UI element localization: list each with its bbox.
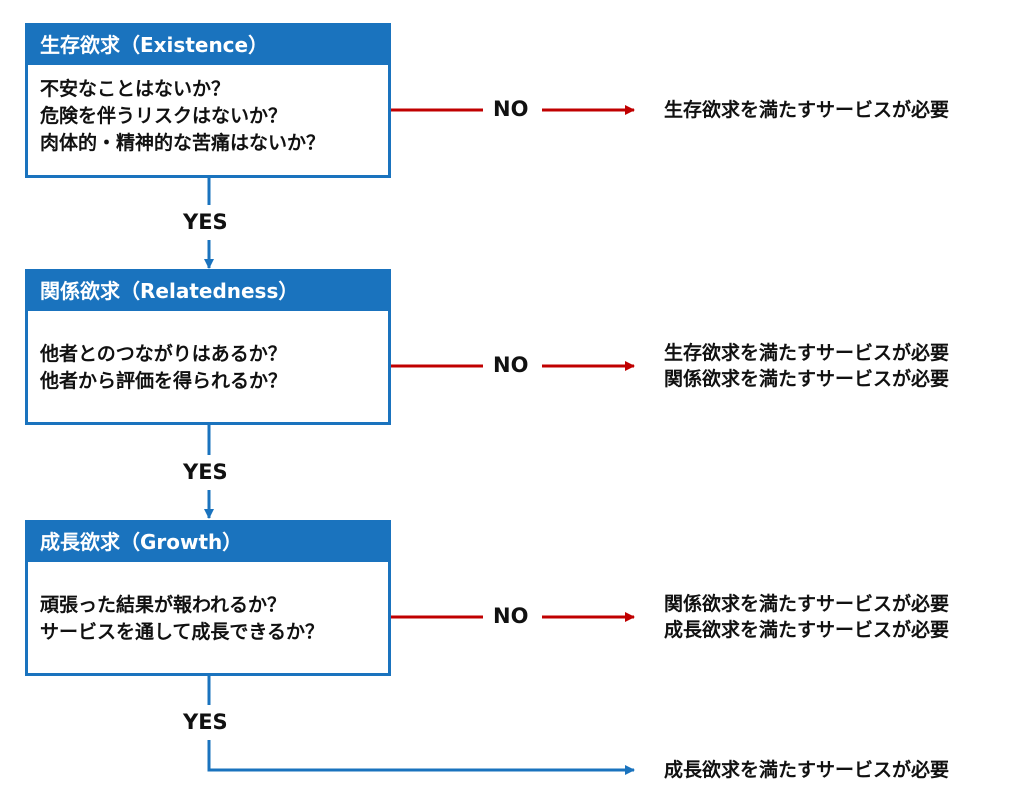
no-label-3: NO xyxy=(493,604,529,628)
growth-box: 成長欲求（Growth） 頑張った結果が報われるか？ サービスを通して成長できる… xyxy=(25,520,391,676)
result-line: 成長欲求を満たすサービスが必要 xyxy=(664,619,950,641)
result-3: 関係欲求を満たすサービスが必要 成長欲求を満たすサービスが必要 xyxy=(664,591,949,643)
no-label-2: NO xyxy=(493,353,529,377)
result-line: 生存欲求を満たすサービスが必要 xyxy=(664,99,950,121)
result-line: 成長欲求を満たすサービスが必要 xyxy=(664,759,950,781)
question: 危険を伴うリスクはないか？ xyxy=(40,105,288,127)
question: 他者から評価を得られるか？ xyxy=(40,370,288,392)
growth-title: 成長欲求（Growth） xyxy=(28,523,388,562)
question: 不安なことはないか？ xyxy=(40,78,231,100)
question: 他者とのつながりはあるか？ xyxy=(40,343,287,365)
result-line: 関係欲求を満たすサービスが必要 xyxy=(664,368,950,390)
result-2: 生存欲求を満たすサービスが必要 関係欲求を満たすサービスが必要 xyxy=(664,340,949,392)
result-1: 生存欲求を満たすサービスが必要 xyxy=(664,97,949,123)
no-label-1: NO xyxy=(493,97,529,121)
relatedness-box: 関係欲求（Relatedness） 他者とのつながりはあるか？ 他者から評価を得… xyxy=(25,269,391,425)
question: 頑張った結果が報われるか？ xyxy=(40,594,287,616)
yes-label-2: YES xyxy=(183,460,228,484)
yes-label-1: YES xyxy=(183,210,228,234)
yes-arrow-3 xyxy=(207,740,635,775)
result-line: 生存欲求を満たすサービスが必要 xyxy=(664,342,950,364)
relatedness-title: 関係欲求（Relatedness） xyxy=(28,272,388,311)
relatedness-questions: 他者とのつながりはあるか？ 他者から評価を得られるか？ xyxy=(28,311,388,395)
growth-questions: 頑張った結果が報われるか？ サービスを通して成長できるか？ xyxy=(28,562,388,646)
existence-box: 生存欲求（Existence） 不安なことはないか？ 危険を伴うリスクはないか？… xyxy=(25,23,391,178)
question: サービスを通して成長できるか？ xyxy=(40,621,325,643)
existence-questions: 不安なことはないか？ 危険を伴うリスクはないか？ 肉体的・精神的な苦痛はないか？ xyxy=(28,65,388,157)
final-result: 成長欲求を満たすサービスが必要 xyxy=(664,757,949,783)
result-line: 関係欲求を満たすサービスが必要 xyxy=(664,593,950,615)
yes-label-3: YES xyxy=(183,710,228,734)
question: 肉体的・精神的な苦痛はないか？ xyxy=(40,132,326,154)
existence-title: 生存欲求（Existence） xyxy=(28,26,388,65)
